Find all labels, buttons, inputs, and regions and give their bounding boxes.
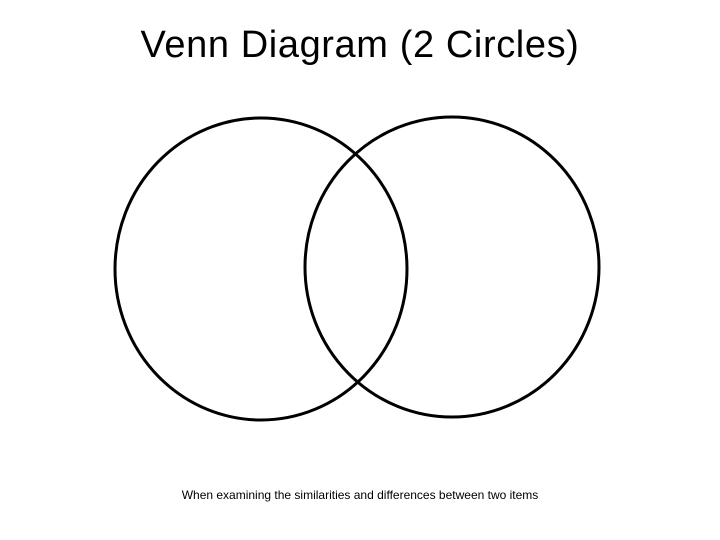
slide-title: Venn Diagram (2 Circles) (140, 24, 580, 66)
venn-right-circle (303, 115, 601, 419)
venn-left-circle (113, 116, 409, 422)
slide-caption: When examining the similarities and diff… (181, 488, 539, 502)
